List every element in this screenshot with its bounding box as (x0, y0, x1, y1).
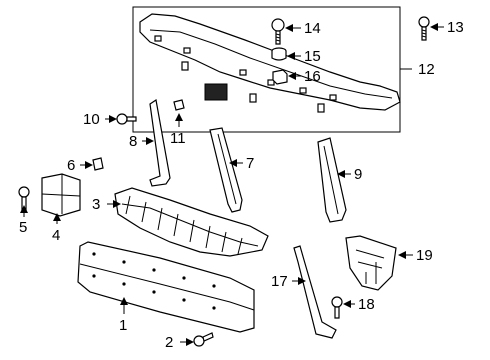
bolt-icon-13 (418, 16, 430, 41)
leader-lines (20, 23, 444, 346)
callout-17: 17 (271, 273, 288, 290)
callout-3: 3 (92, 196, 100, 213)
brace-icon (293, 245, 337, 339)
upper-reinforcement-group (132, 6, 412, 133)
callout-labels: 1 2 3 4 5 6 7 8 9 10 11 12 13 14 15 16 1… (19, 19, 464, 351)
bolt-icon-18 (331, 296, 343, 319)
callout-1: 1 (119, 317, 127, 334)
bolt-icon-10 (116, 113, 137, 125)
callout-14: 14 (304, 20, 321, 37)
callout-8: 8 (129, 133, 137, 150)
callout-6: 6 (67, 157, 75, 174)
side-bracket-icon (345, 235, 397, 291)
impact-bar-icon (77, 241, 255, 333)
bolt-icon-2 (193, 332, 214, 347)
bolt-icon-14 (271, 18, 285, 45)
energy-absorber-icon (114, 187, 269, 257)
callout-12: 12 (418, 61, 435, 78)
clip-icon-11 (173, 99, 185, 111)
callout-5: 5 (19, 219, 27, 236)
upper-reinforcement-icon (139, 13, 401, 113)
callout-18: 18 (358, 296, 375, 313)
callout-10: 10 (83, 111, 100, 128)
bracket-block-icon (41, 173, 81, 217)
support-bracket-icon-7 (209, 127, 243, 213)
clip-icon-6 (92, 157, 104, 171)
callout-16: 16 (304, 68, 321, 85)
callout-7: 7 (246, 155, 254, 172)
callout-13: 13 (447, 19, 464, 36)
group-12-frame (132, 6, 401, 133)
callout-11: 11 (170, 130, 186, 147)
support-bracket-icon-8 (149, 98, 171, 187)
callout-2: 2 (165, 334, 173, 351)
clip-icon-16 (272, 69, 288, 85)
callout-4: 4 (52, 227, 60, 244)
callout-19: 19 (416, 247, 433, 264)
callout-9: 9 (354, 166, 362, 183)
support-bracket-icon-9 (317, 137, 347, 223)
callout-15: 15 (304, 48, 321, 65)
grommet-icon (271, 47, 287, 61)
